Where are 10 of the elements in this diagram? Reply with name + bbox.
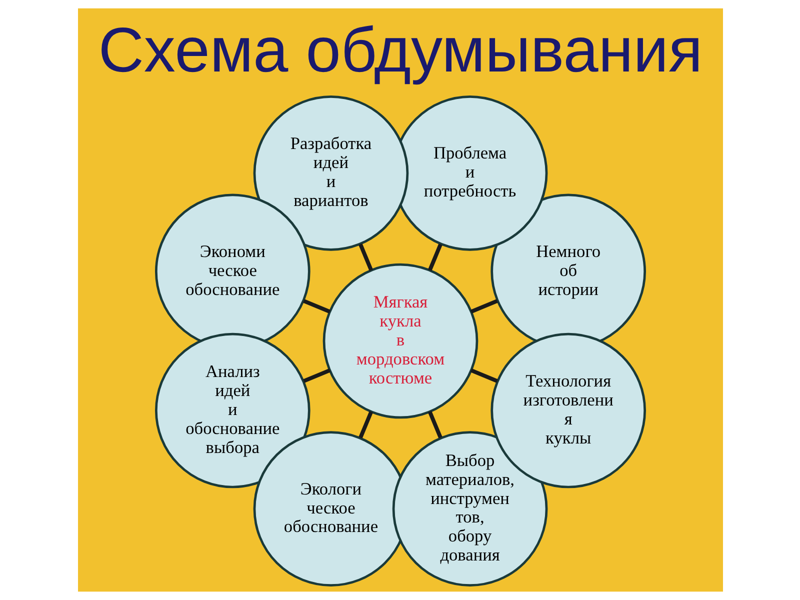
- connector: [302, 368, 330, 383]
- connector: [427, 410, 442, 438]
- diagram-title: Схема обдумывания: [98, 15, 702, 86]
- connector: [302, 299, 330, 314]
- connector: [427, 244, 442, 272]
- node-circle: Мягкая кукла в мордовском костюме: [322, 263, 478, 419]
- connector: [358, 244, 373, 272]
- connector: [470, 299, 498, 314]
- connector: [358, 410, 373, 438]
- connector: [470, 368, 498, 383]
